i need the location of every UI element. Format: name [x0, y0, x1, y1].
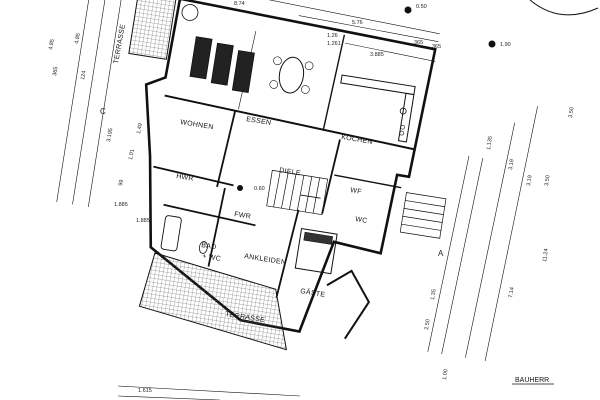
- dim-365b: 365: [432, 44, 441, 50]
- dim-135: 1.35: [430, 289, 437, 300]
- dim-714: 7.14: [508, 287, 515, 298]
- dimension-labels: 8.74 5.76 0.50 1.26 1.261 3.885 365 365 …: [48, 1, 575, 394]
- chair-4: [301, 85, 310, 94]
- sofa-2: [210, 42, 234, 86]
- external-stair: [399, 192, 447, 239]
- wall-fwr-bottom: [163, 203, 256, 227]
- kitchen-counter-right: [397, 92, 415, 143]
- hob-1: [400, 124, 405, 130]
- wall-hwr-bottom: [153, 165, 234, 187]
- dim-99: 99: [118, 179, 125, 186]
- hob-2: [399, 130, 405, 136]
- label-kochen: KOCHEN: [341, 134, 373, 146]
- guest-bed: [294, 228, 338, 275]
- dim-365a: 365: [414, 40, 423, 46]
- dim-350b: 3.50: [544, 175, 551, 186]
- terrace-top-area: [128, 0, 177, 60]
- dim-line-left-1: [56, 0, 92, 203]
- label-wohnen: WOHNEN: [180, 119, 214, 131]
- level-marker-1: [404, 6, 412, 14]
- dim-1124: 11.24: [542, 248, 550, 262]
- dim-line-right-2: [441, 158, 484, 355]
- dim-line-top-1: [192, 0, 440, 35]
- dim-060: 0.60: [254, 186, 265, 192]
- bathtub: [160, 215, 182, 252]
- wall-diele-right: [321, 139, 341, 214]
- terrace-bottom-area: [138, 252, 288, 351]
- label-diele: DIELE: [279, 167, 302, 177]
- dim-350a: 3.50: [568, 107, 575, 118]
- dim-line-right-3: [465, 122, 516, 358]
- dim-190: 1.90: [500, 42, 511, 48]
- chair-1: [273, 56, 282, 66]
- outer-walls: [144, 0, 437, 334]
- dim-319b: 3.19: [526, 175, 533, 186]
- toilet: [198, 241, 208, 254]
- dim-365c: 365: [52, 66, 60, 76]
- dim-250: 2.50: [424, 319, 431, 330]
- label-fwr: FWR: [234, 211, 252, 221]
- dim-1615: 1.615: [138, 388, 152, 394]
- wall-kitchen-left: [322, 34, 346, 131]
- kitchen-counter-top: [340, 74, 416, 96]
- label-bad: BAD: [201, 242, 217, 251]
- label-wc-plus: + WC: [202, 253, 222, 263]
- dim-1885a: 1.885: [114, 202, 128, 208]
- dim-line-bottom-2: [117, 395, 221, 400]
- dim-101: 1.01: [128, 149, 136, 161]
- dim-124: 124: [80, 70, 88, 80]
- staircase: [266, 169, 329, 216]
- dim-1885b: 1.885: [136, 218, 150, 224]
- dim-line-left-2: [72, 0, 108, 205]
- label-terrasse-top: TERRASSE: [113, 24, 127, 65]
- wall-hwr-right: [216, 110, 237, 188]
- dim-149: 1.49: [136, 123, 144, 135]
- label-wc: WC: [355, 216, 368, 225]
- dim-126: 1.26: [327, 33, 338, 39]
- sink: [399, 107, 407, 115]
- wall-ankleiden-right: [275, 209, 300, 298]
- stamp-bauherr: BAUHERR: [515, 377, 549, 384]
- wall-wf-split: [334, 174, 402, 189]
- plant: [181, 4, 199, 21]
- dining-table: [278, 56, 305, 94]
- dim-line-right-1: [427, 155, 470, 352]
- dim-1261: 1.261: [327, 41, 341, 47]
- chair-3: [304, 61, 314, 71]
- dim-line-top-2: [298, 15, 439, 43]
- dim-874: 8.74: [234, 1, 245, 7]
- sofa-1: [189, 36, 213, 80]
- dim-050: 0.50: [416, 4, 427, 10]
- label-gaeste: GÄSTE: [300, 287, 326, 299]
- dim-319a: 3.19: [508, 159, 515, 170]
- level-marker-3: [237, 185, 243, 191]
- dim-485a: 4.85: [48, 39, 56, 51]
- dim-line-left-3: [88, 0, 124, 208]
- dim-100: 1.00: [442, 369, 449, 380]
- dim-3195: 3.195: [106, 128, 114, 143]
- compass-arc: [529, 0, 599, 16]
- dim-line-top-3: [345, 42, 436, 62]
- chair-2: [269, 80, 279, 89]
- dim-c: C: [100, 107, 106, 116]
- sofa-3: [231, 50, 255, 94]
- dim-a: A: [438, 249, 444, 258]
- label-hwr: HWR: [176, 173, 195, 183]
- bay-window: [326, 269, 371, 340]
- dim-485b: 4.85: [74, 33, 82, 45]
- dim-line-bottom: [117, 385, 301, 397]
- label-wf: WF: [350, 187, 362, 196]
- wall-bad-right: [207, 187, 226, 267]
- dim-3885: 3.885: [370, 52, 384, 58]
- level-marker-2: [488, 40, 496, 48]
- guest-pillow: [303, 231, 334, 245]
- dim-1135a: 1.135: [486, 136, 494, 150]
- dim-576: 5.76: [352, 20, 363, 26]
- plan-geometry: [56, 0, 538, 361]
- wall-living-bottom: [164, 94, 414, 151]
- label-ankleiden: ANKLEIDEN: [244, 253, 287, 267]
- dim-line-right-4: [484, 105, 538, 361]
- label-essen: ESSEN: [246, 116, 272, 127]
